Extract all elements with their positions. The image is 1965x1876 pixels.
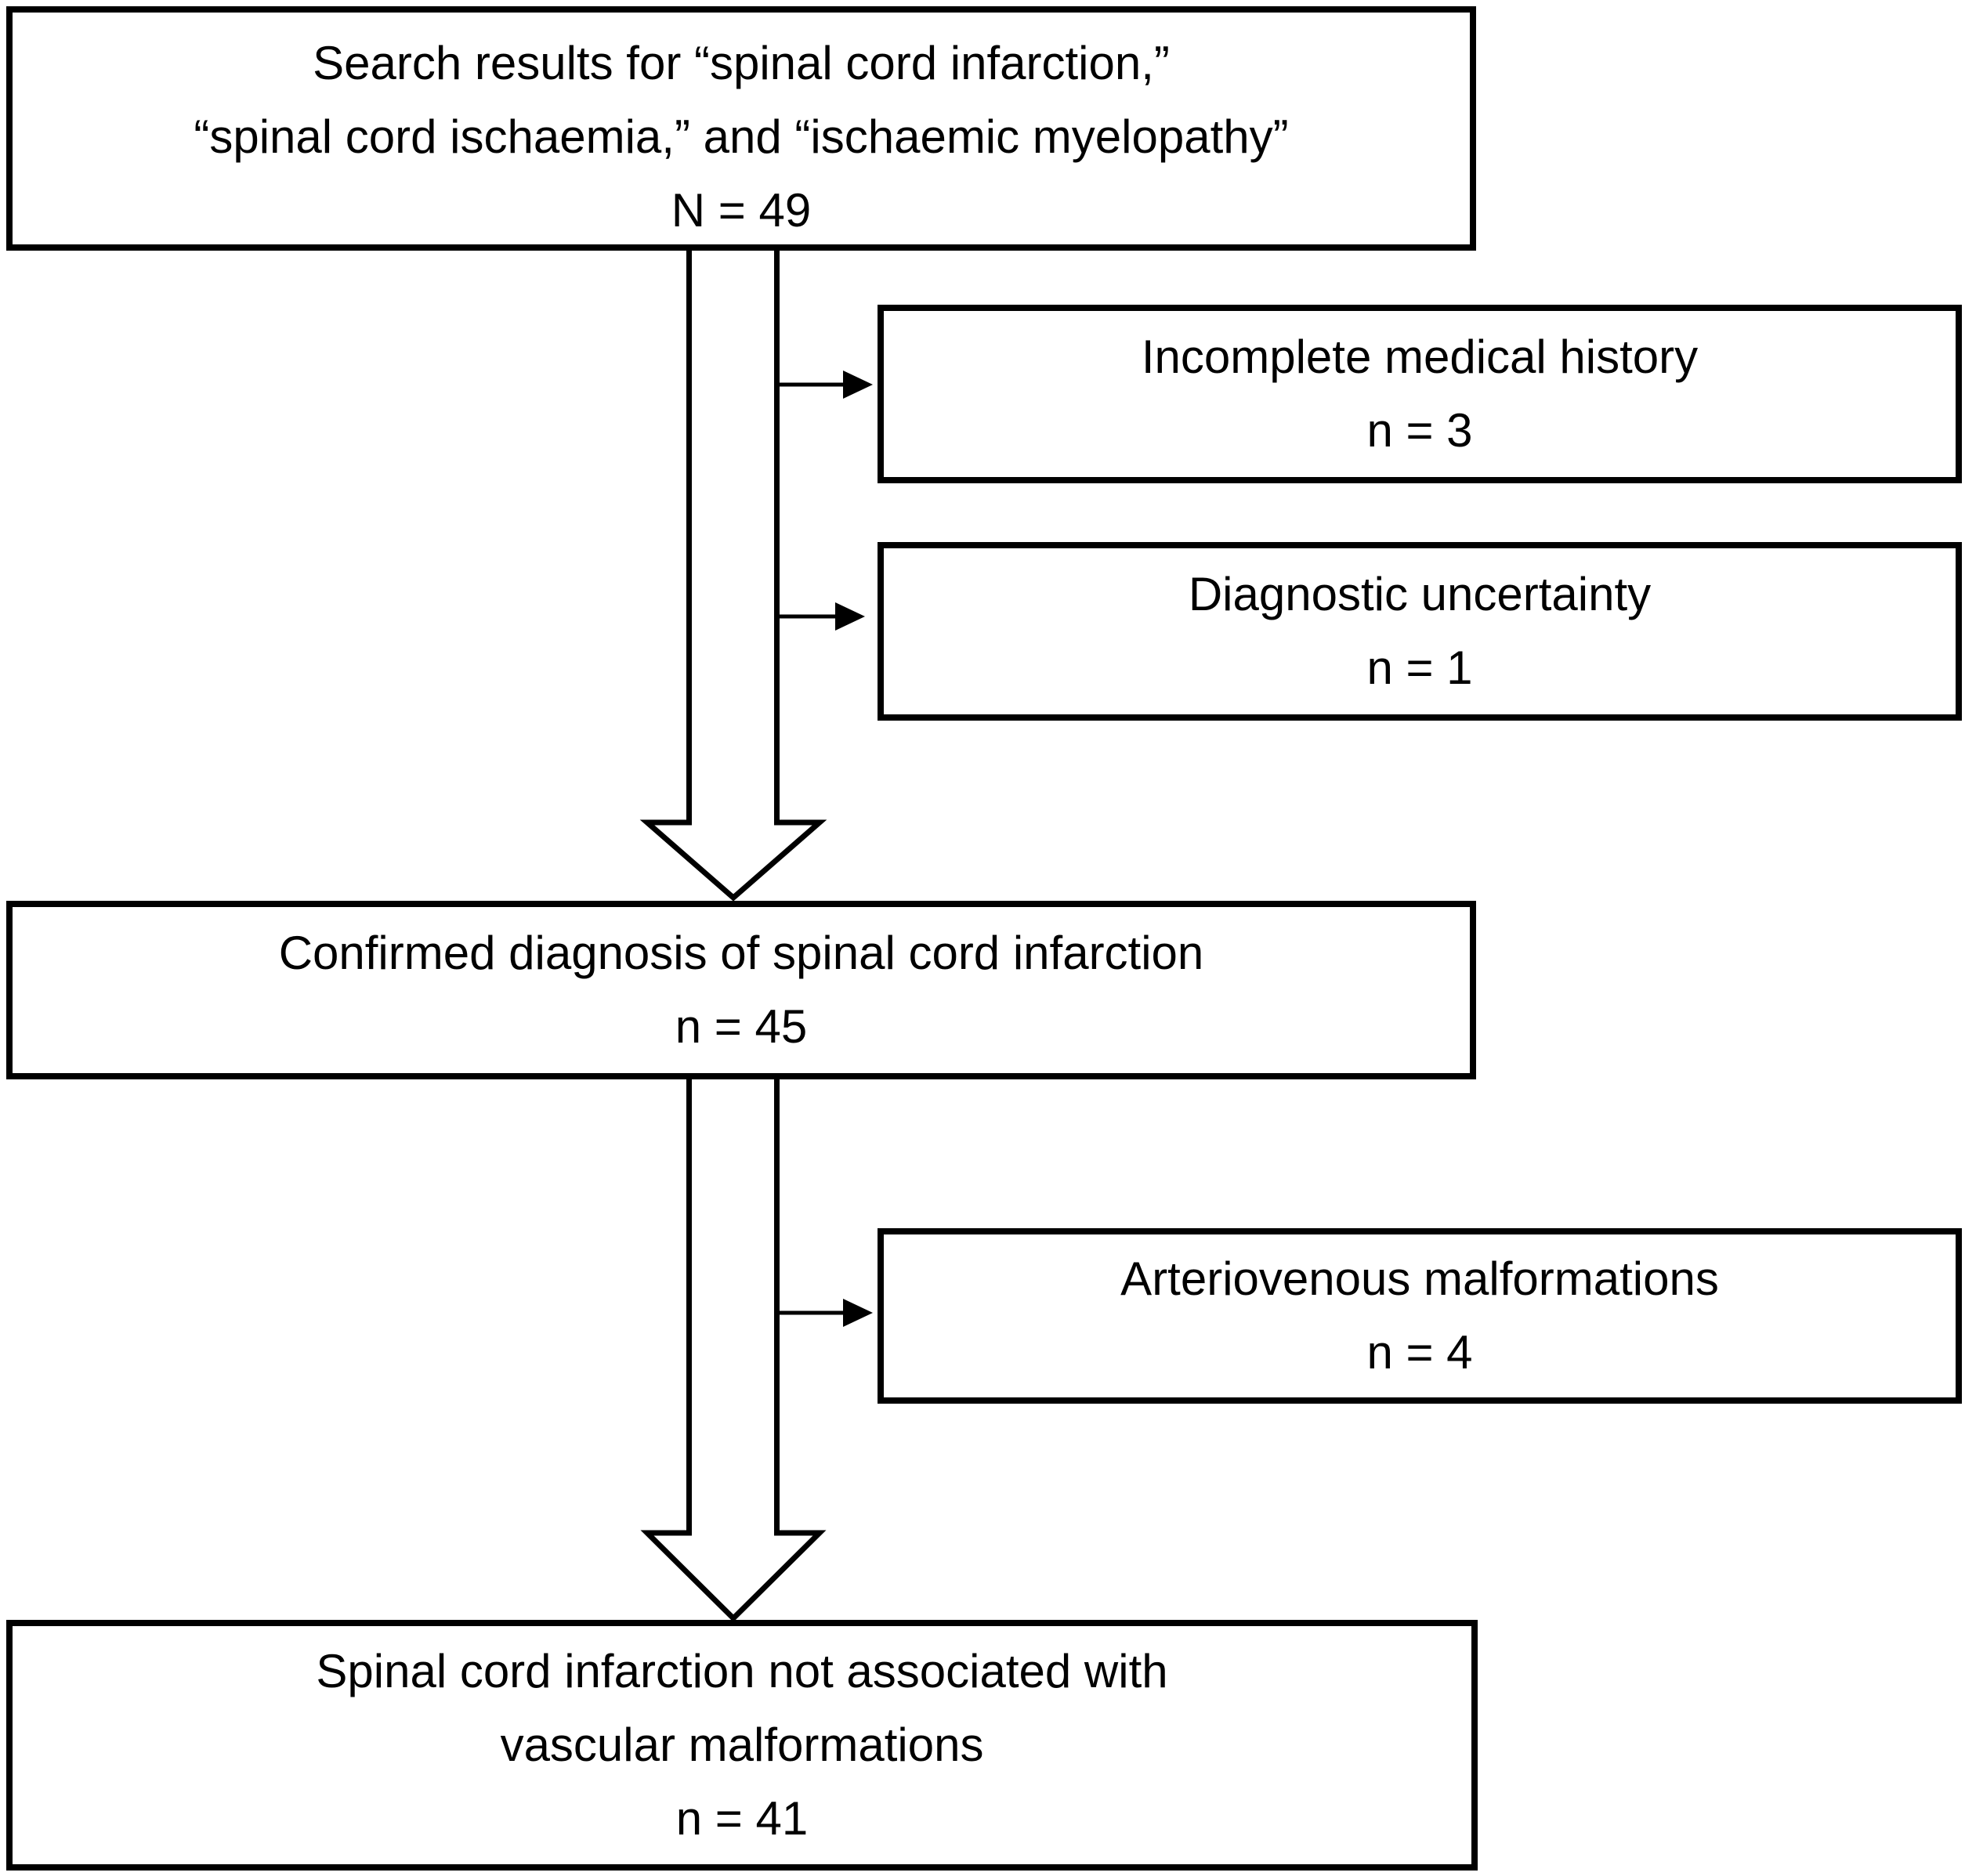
connector-arrow-incomplete-history-icon [779,371,873,399]
arteriovenous-count: n = 4 [1366,1326,1473,1379]
confirmed-diagnosis-box: Confirmed diagnosis of spinal cord infar… [6,901,1476,1079]
search-results-line1: Search results for “spinal cord infarcti… [313,37,1170,89]
search-results-count: N = 49 [671,184,812,237]
excluded-arteriovenous-box: Arteriovenous malformations n = 4 [878,1228,1962,1404]
incomplete-history-count: n = 3 [1366,404,1473,457]
incomplete-history-label: Incomplete medical history [1141,331,1699,383]
arteriovenous-label: Arteriovenous malformations [1120,1252,1719,1305]
final-result-line1: Spinal cord infarction not associated wi… [316,1645,1168,1697]
down-arrow-confirmed-to-final-icon [640,1076,827,1622]
final-result-box: Spinal cord infarction not associated wi… [6,1620,1478,1871]
connector-arrow-arteriovenous-icon [779,1299,873,1327]
final-result-count: n = 41 [675,1792,809,1845]
confirmed-diagnosis-count: n = 45 [675,1000,808,1053]
excluded-incomplete-history-box: Incomplete medical history n = 3 [878,305,1962,483]
diagnostic-uncertainty-label: Diagnostic uncertainty [1188,568,1652,620]
excluded-diagnostic-uncertainty-box: Diagnostic uncertainty n = 1 [878,542,1962,721]
confirmed-diagnosis-label: Confirmed diagnosis of spinal cord infar… [278,927,1204,979]
diagnostic-uncertainty-count: n = 1 [1366,642,1473,694]
final-result-line2: vascular malformations [500,1719,984,1771]
search-results-box: Search results for “spinal cord infarcti… [6,6,1476,251]
down-arrow-search-to-confirmed-icon [639,248,827,902]
connector-arrow-diagnostic-uncertainty-icon [779,602,865,631]
search-results-line2: “spinal cord ischaemia,” and “ischaemic … [194,110,1289,163]
